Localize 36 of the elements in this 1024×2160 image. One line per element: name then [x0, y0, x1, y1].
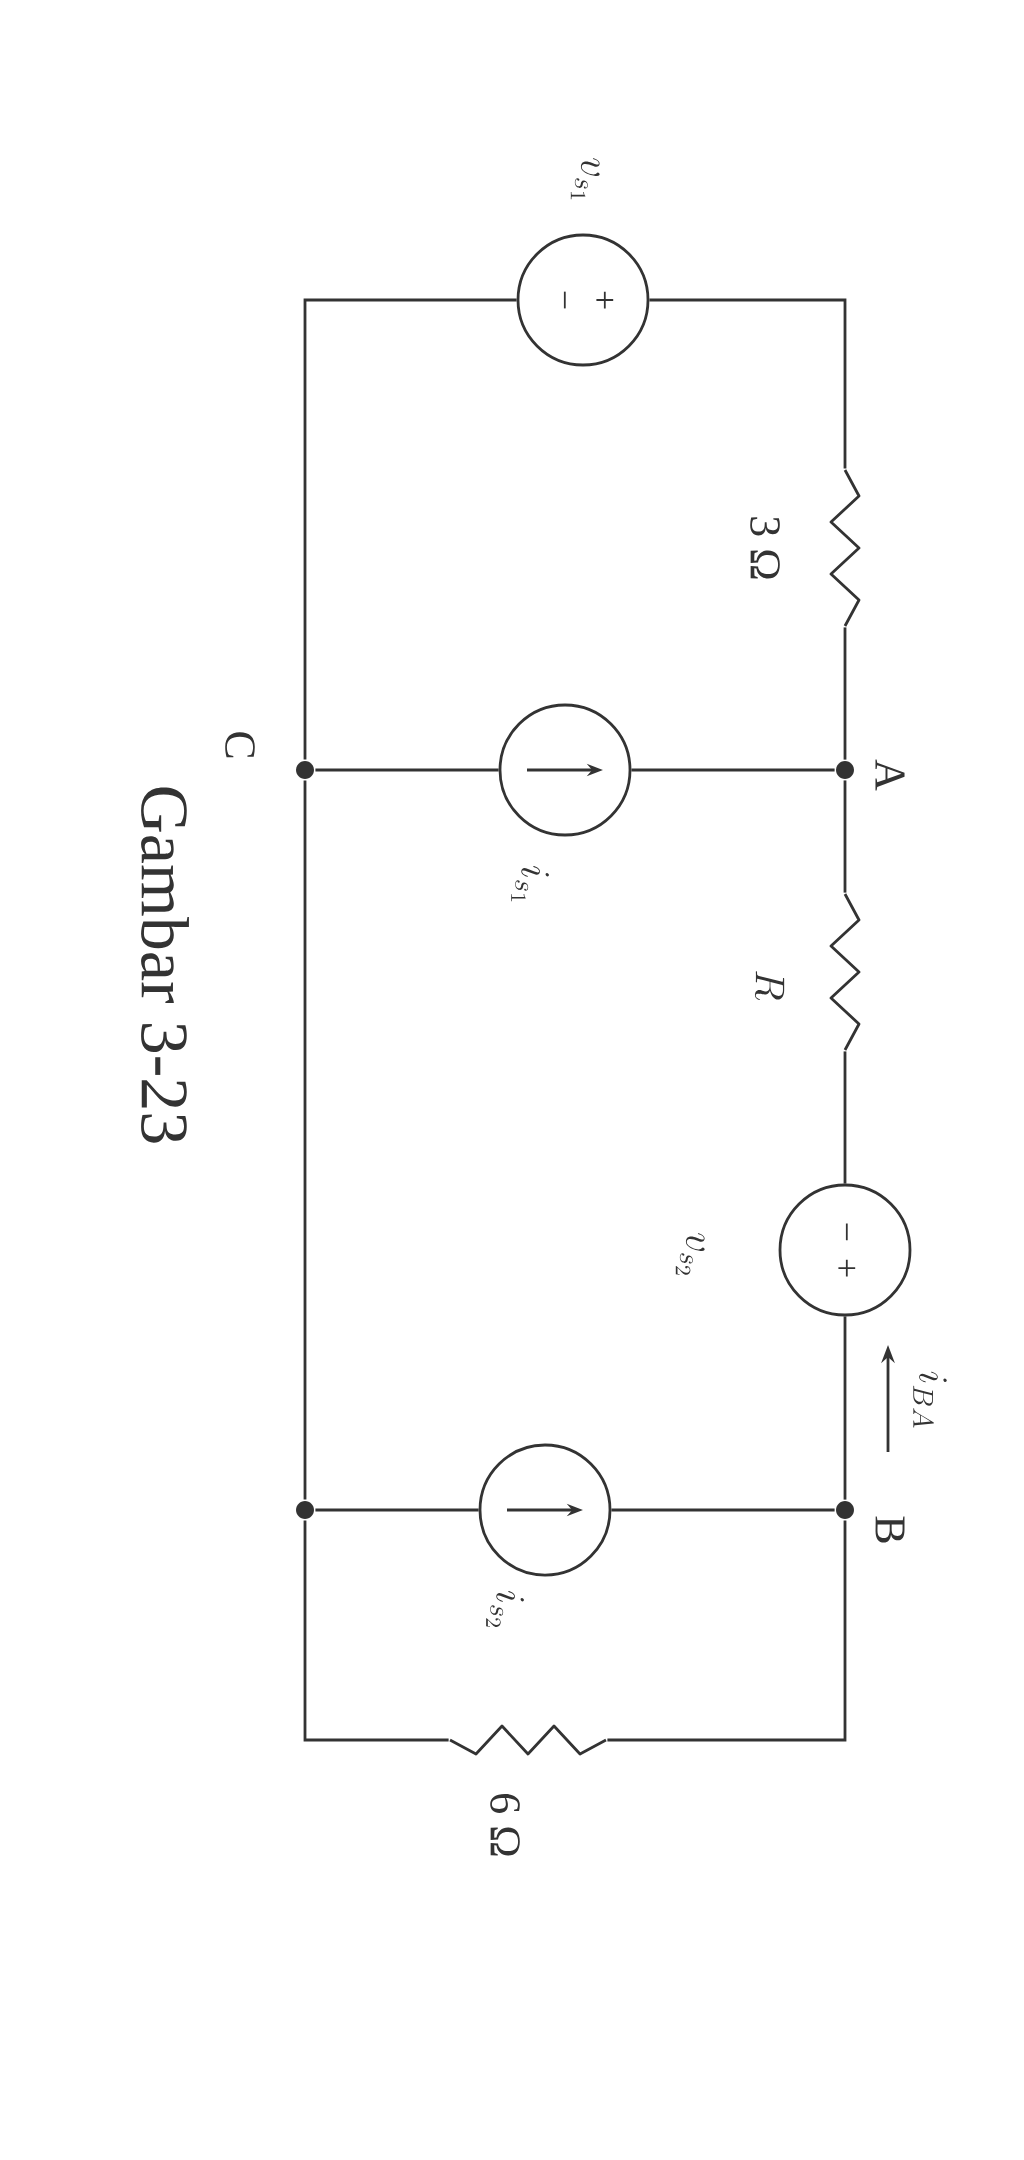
component-label: B — [875, 1516, 905, 1543]
wire — [843, 627, 847, 760]
current-source — [498, 703, 632, 837]
component-label: $v_{s_2}$ — [675, 1233, 705, 1275]
component-label: $i_{s_1}$ — [511, 866, 549, 902]
voltage-source: + − — [516, 233, 650, 367]
wire — [303, 1520, 449, 1742]
component-label: $i_{s_2}$ — [486, 1591, 524, 1627]
caption: Gambar 3-23 — [141, 787, 189, 1143]
component-label: $v_{s_1}$ — [570, 158, 600, 200]
resistor — [449, 1724, 607, 1756]
wire — [611, 1508, 835, 1512]
wire — [315, 1508, 479, 1512]
component-label: $R$ — [754, 971, 785, 1001]
junction-dot — [836, 761, 854, 779]
resistor — [829, 893, 861, 1051]
wire — [649, 298, 847, 469]
component-label: 6 Ω — [490, 1794, 520, 1856]
junction-dot — [836, 1501, 854, 1519]
component-label: C — [225, 732, 255, 758]
component-label: 3 Ω — [750, 517, 780, 579]
current-source — [478, 1443, 612, 1577]
junction-dot — [296, 1501, 314, 1519]
wire — [843, 1051, 847, 1184]
wire — [631, 768, 835, 772]
wire — [843, 780, 847, 893]
wire — [843, 1316, 847, 1500]
wire — [315, 768, 499, 772]
wire — [303, 780, 307, 1500]
resistor — [829, 469, 861, 627]
voltage-source: − + — [778, 1183, 912, 1317]
component-label: A — [875, 759, 905, 791]
wire — [607, 1520, 847, 1742]
current-label: $i_{BA}$ — [913, 1371, 947, 1428]
junction-dot — [296, 761, 314, 779]
wire — [303, 298, 517, 760]
